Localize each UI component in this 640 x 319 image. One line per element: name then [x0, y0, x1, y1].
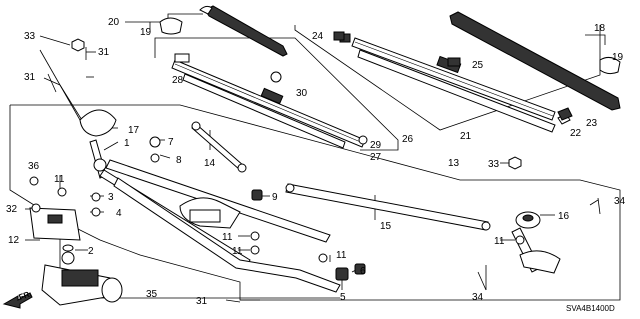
- callout-13: 13: [448, 158, 460, 169]
- callout-26: 26: [402, 134, 414, 145]
- nut-36: [29, 176, 39, 186]
- grommet-9: [251, 189, 263, 201]
- nut-33-left: [71, 38, 85, 52]
- wiper-arm-passenger: [449, 11, 621, 111]
- nut-11-a: [57, 187, 67, 197]
- callout-1: 1: [124, 138, 130, 149]
- blade-end-cap: [358, 135, 368, 145]
- clip-23: [557, 107, 573, 121]
- grommet-5: [335, 267, 349, 281]
- washer-4: [91, 207, 101, 217]
- wiper-linkage-frame: [99, 159, 341, 293]
- callout-19-right: 19: [612, 52, 624, 63]
- callout-24: 24: [312, 31, 324, 42]
- pivot-cap-left: [159, 17, 183, 35]
- callout-31-top: 31: [98, 47, 110, 58]
- callout-19-left: 19: [140, 27, 152, 38]
- bolt-34-right: [597, 197, 601, 215]
- callout-6: 6: [360, 266, 366, 277]
- clip-25: [447, 57, 461, 67]
- callout-8: 8: [176, 155, 182, 166]
- callout-17: 17: [128, 125, 140, 136]
- nut-3: [91, 192, 101, 202]
- callout-29: 29: [370, 140, 382, 151]
- callout-33-left: 33: [24, 31, 36, 42]
- blade-insert-clip: [174, 53, 190, 63]
- clip-24: [333, 31, 345, 41]
- callout-11-mid-a: 11: [222, 232, 233, 243]
- callout-25: 25: [472, 60, 484, 71]
- callout-14: 14: [204, 158, 216, 169]
- bolt-32: [31, 203, 41, 213]
- wiper-blade-driver: [171, 59, 366, 149]
- callout-18: 18: [594, 23, 606, 34]
- callout-31-left: 31: [24, 72, 36, 83]
- pivot-assembly-driver: [79, 109, 117, 179]
- bolt-31-bottom: [225, 299, 241, 303]
- callout-35: 35: [146, 289, 158, 300]
- nut-11-c: [250, 245, 260, 255]
- grommet-6: [354, 263, 366, 275]
- callout-23: 23: [586, 118, 598, 129]
- callout-11-right: 11: [494, 236, 505, 247]
- diagram-code: SVA4B1400D: [566, 304, 615, 313]
- parts: [2, 5, 621, 309]
- motor-bracket: [29, 207, 81, 241]
- callout-7: 7: [168, 137, 174, 148]
- bolt-34-bottom: [477, 271, 487, 291]
- callout-31-bottom: 31: [196, 296, 208, 307]
- callout-4: 4: [116, 208, 122, 219]
- nut-11-e: [515, 235, 525, 245]
- nut-33-right: [508, 156, 522, 170]
- bushing-8: [150, 153, 160, 163]
- front-direction-label: FR.: [18, 289, 33, 302]
- callout-22: 22: [570, 128, 582, 139]
- callout-32: 32: [6, 204, 18, 215]
- callout-27: 27: [370, 152, 382, 163]
- callout-12: 12: [8, 235, 20, 246]
- callout-34-bottom: 34: [472, 292, 484, 303]
- nut-11-d: [318, 253, 328, 263]
- callout-30: 30: [296, 88, 308, 99]
- pivot-cap-right: [599, 56, 621, 75]
- nut-11-b: [250, 231, 260, 241]
- callout-15: 15: [380, 221, 392, 232]
- callout-36: 36: [28, 161, 40, 172]
- callout-11-mid-c: 11: [336, 250, 347, 261]
- callout-34-right: 34: [614, 196, 626, 207]
- bolt-31-left: [47, 73, 57, 93]
- callout-21: 21: [460, 131, 472, 142]
- callout-labels: 20 19 33 31 31 28 30 26 29 27 24 25 18 1…: [6, 17, 626, 307]
- callout-16: 16: [558, 211, 570, 222]
- blade-clip: [270, 71, 282, 83]
- callout-33-right: 33: [488, 159, 500, 170]
- front-direction-arrow: [2, 292, 33, 309]
- callout-11-left: 11: [54, 174, 65, 185]
- callout-5: 5: [340, 292, 346, 303]
- callout-20: 20: [108, 17, 120, 28]
- callout-3: 3: [108, 192, 114, 203]
- callout-28: 28: [172, 75, 184, 86]
- link-rod-upper: [191, 123, 245, 171]
- wiper-motor: [41, 251, 123, 306]
- callout-2: 2: [88, 246, 94, 257]
- callout-9: 9: [272, 192, 278, 203]
- pivot-washer: [62, 244, 74, 252]
- wiper-arm-driver: [204, 5, 288, 57]
- bushing-7: [149, 136, 161, 148]
- callout-11-mid-b: 11: [232, 246, 243, 257]
